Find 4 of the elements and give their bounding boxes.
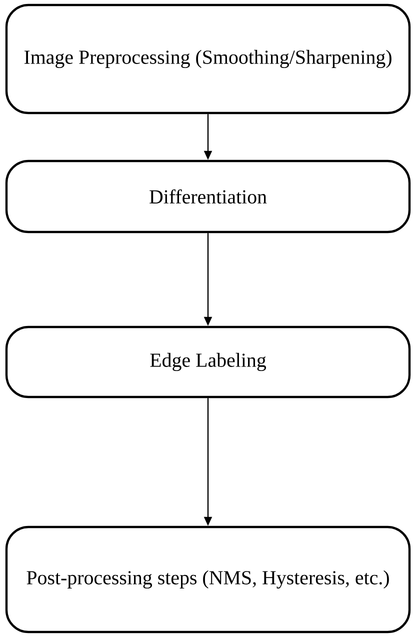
- process-box: Image Preprocessing (Smoothing/Sharpening): [5, 4, 411, 114]
- process-box: Differentiation: [5, 160, 411, 234]
- process-box: Post-processing steps (NMS, Hysteresis, etc.): [5, 526, 411, 634]
- process-box: Edge Labeling: [5, 326, 411, 398]
